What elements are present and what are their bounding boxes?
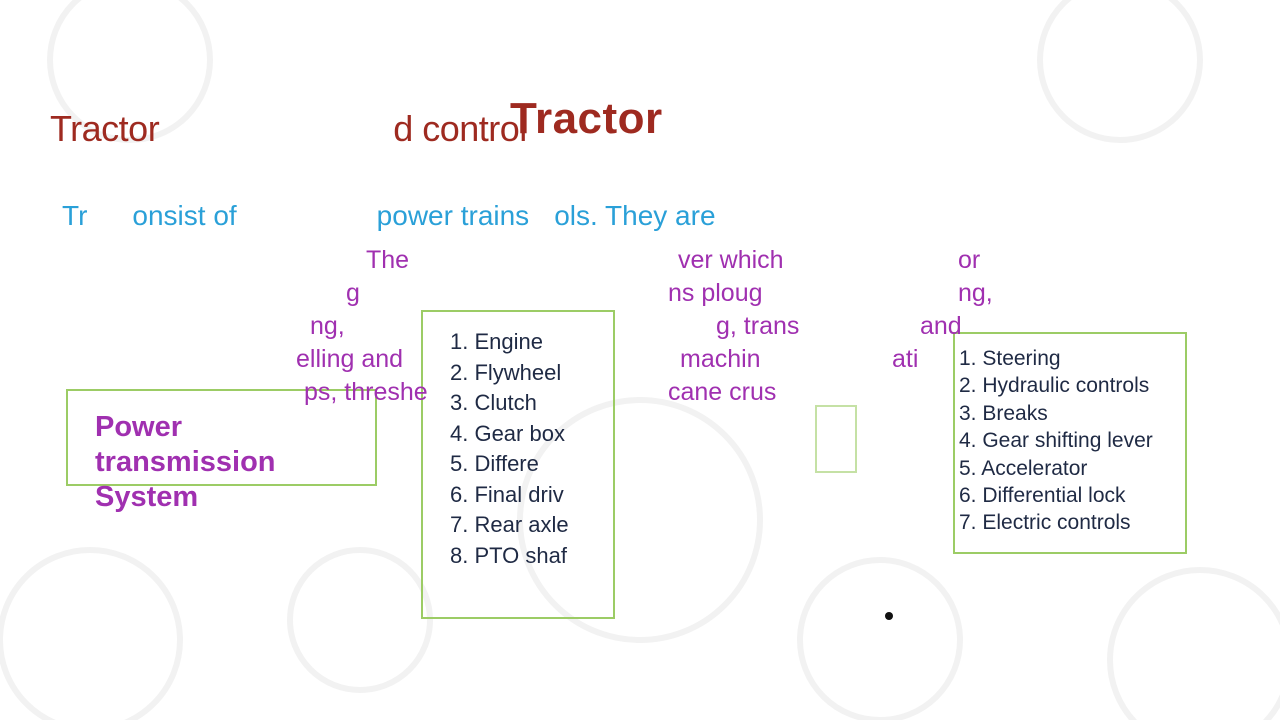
list-item: 5. Accelerator xyxy=(959,456,1088,480)
components-list: 1. Engine 2. Flywheel 3. Clutch 4. Gear … xyxy=(450,327,569,571)
list-item: 2. Flywheel xyxy=(450,359,562,385)
controls-list: 1. Steering 2. Hydraulic controls 3. Bre… xyxy=(959,345,1153,537)
power-transmission-box xyxy=(66,389,377,486)
list-item: 6. Differential lock xyxy=(959,484,1126,508)
list-item: 3. Clutch xyxy=(450,390,537,415)
intro-c: power trains xyxy=(376,200,530,231)
heading-left-start: Tractor xyxy=(50,108,160,149)
list-item: 4. Gear shifting lever xyxy=(959,429,1153,453)
purple-fragment: ati xyxy=(892,345,919,373)
list-item: 4. Gear box xyxy=(450,420,565,446)
list-item: 1. Steering xyxy=(959,347,1061,370)
list-item: 6. Final driv xyxy=(450,481,564,507)
purple-fragment: g, trans xyxy=(716,312,800,340)
list-item: 8. PTO shaf xyxy=(450,542,567,568)
list-item: 5. Differe xyxy=(450,451,539,476)
purple-fragment: ng, xyxy=(310,312,345,340)
cursor-dot xyxy=(885,612,893,620)
intro-d: ols. They are xyxy=(554,200,716,231)
purple-fragment: elling and xyxy=(296,345,404,373)
components-box xyxy=(421,310,615,619)
ghost-box xyxy=(815,405,857,473)
purple-fragment: ng, xyxy=(958,279,993,307)
intro-line: Tr onsist of power trains ols. They are xyxy=(62,200,716,232)
purple-fragment: and xyxy=(920,312,962,340)
slide-heading-center: Tractor xyxy=(510,94,663,143)
purple-fragment: or xyxy=(958,246,981,274)
purple-fragment: g xyxy=(346,279,360,307)
controls-box xyxy=(953,332,1187,554)
list-item: 3. Breaks xyxy=(959,401,1048,425)
purple-fragment: The xyxy=(366,246,410,274)
list-item: 7. Electric controls xyxy=(959,511,1131,535)
purple-fragment: ver which xyxy=(678,246,784,274)
power-transmission-title: Power transmission System xyxy=(95,411,276,513)
purple-fragment: ps, threshe xyxy=(304,378,428,406)
purple-fragment: ns ploug xyxy=(668,279,763,307)
slide-heading-left: Tractor d control xyxy=(50,108,527,150)
heading-left-end: d control xyxy=(393,108,527,149)
intro-a: Tr xyxy=(62,200,88,231)
purple-fragment: cane crus xyxy=(668,378,777,406)
purple-fragment: machin xyxy=(680,345,761,373)
list-item: 7. Rear axle xyxy=(450,512,569,537)
intro-b: onsist of xyxy=(132,200,237,231)
list-item: 1. Engine xyxy=(450,329,543,354)
list-item: 2. Hydraulic controls xyxy=(959,374,1150,398)
